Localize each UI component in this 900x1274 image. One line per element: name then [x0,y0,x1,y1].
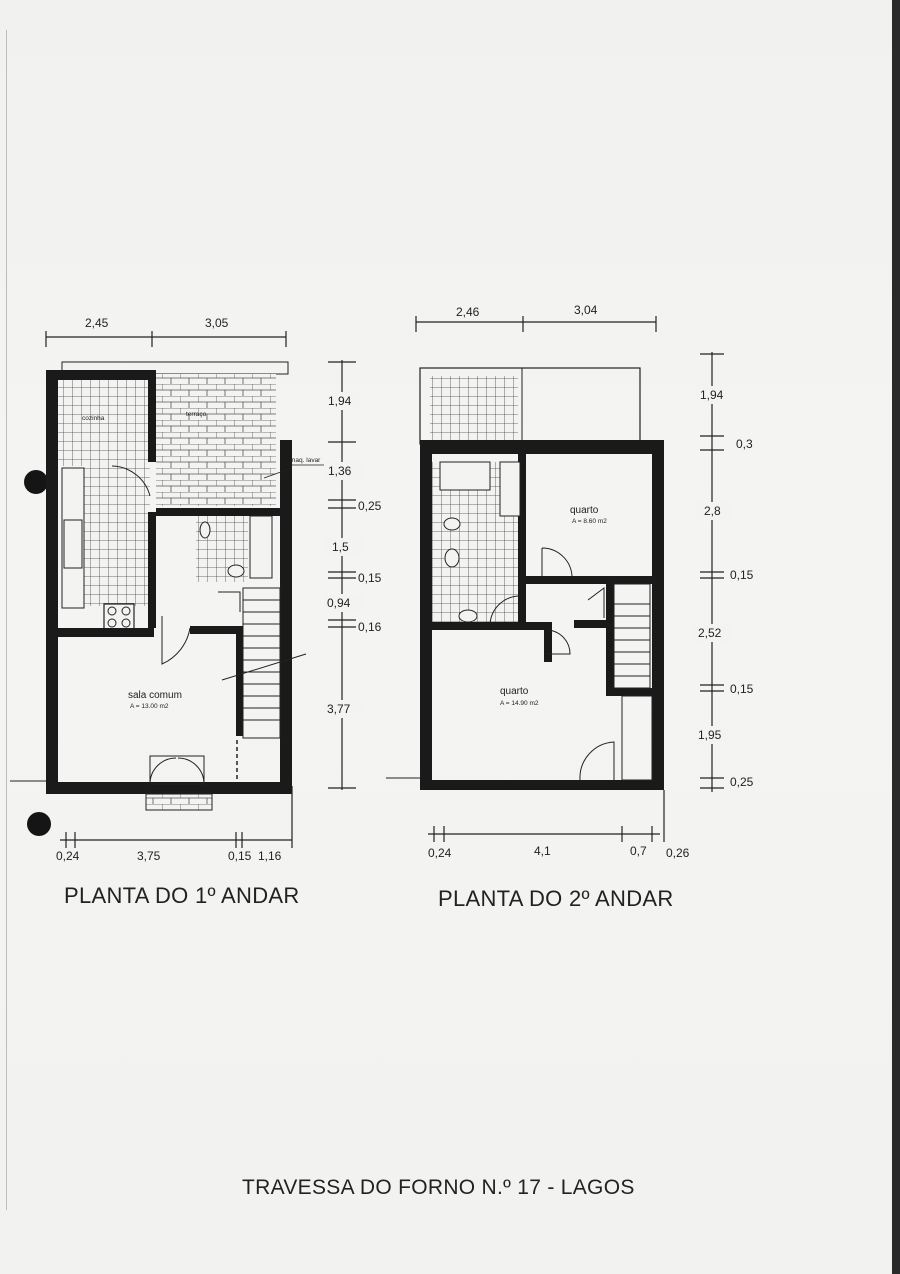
dim2-side-4: 0,15 [730,568,754,582]
kitchen-tile [84,466,150,606]
dim-line-top-2 [415,316,657,332]
wall2-stair-left [606,584,614,694]
bedroom-large-area: A = 14.90 m2 [500,700,539,707]
bedroom-large-name: quarto [500,686,529,697]
dim2-side-6: 0,15 [730,682,754,696]
dim-side-2: 1,36 [328,464,352,478]
dim-top-2: 3,05 [205,316,229,330]
dim-bottom-3: 0,15 [228,849,252,863]
dim-bottom-1: 0,24 [56,849,80,863]
dim2-top-2: 3,04 [574,303,598,317]
dim2-side-7: 1,95 [698,728,722,742]
dim-side-5: 0,15 [358,571,382,585]
wall-bath-top [156,508,280,516]
door-kitchen [111,465,151,497]
wall-right [280,440,292,794]
wall2-bath-bottom [432,622,544,630]
svg-text:terraço: terraço [186,411,207,418]
tiled-room-a [58,380,148,466]
dim2-bottom-1: 0,24 [428,846,452,860]
wall2-bottom [420,780,664,790]
wall2-room-bottom [526,576,652,584]
dim2-bottom-4: 0,26 [666,846,690,860]
dim2-line-right [700,352,724,792]
door2-bath [489,595,521,627]
dim-side-7: 0,16 [358,620,382,634]
living-room-name: sala comum [128,690,182,701]
plan-second-floor: 2,46 3,04 [386,303,754,860]
dim-line-right [328,360,356,790]
punch-hole-top [24,470,48,494]
dim-bottom-2: 3,75 [137,849,161,863]
dim2-bottom-3: 0,7 [630,844,647,858]
door-hall [161,616,191,665]
wall-mid-vertical [148,370,156,462]
wall-stair-left [236,626,243,736]
plan-second-title: PLANTA DO 2º ANDAR [438,886,674,911]
bedroom-small-area: A = 8.60 m2 [572,518,607,525]
living-room-area: A = 13.00 m2 [130,703,169,710]
stove-icon [103,603,135,631]
bedroom-small-name: quarto [570,505,599,516]
entry-step [145,793,213,811]
toilet2-icon [444,548,460,568]
door2-room-small [541,547,573,577]
washbasin2-icon [458,609,478,623]
dim2-line-bottom [428,790,665,842]
door2-room-large [547,629,571,655]
dim-side-1: 1,94 [328,394,352,408]
bidet-icon [443,517,461,531]
washing-machine-note: maq. lavar [290,457,321,464]
wall-left [46,370,58,794]
dim-side-4: 1,5 [332,540,349,554]
svg-text:cozinha: cozinha [82,415,105,422]
dim2-side-8: 0,25 [730,775,754,789]
dim2-bottom-2: 4,1 [534,844,551,858]
dim-side-3: 0,25 [358,499,382,513]
plan-first-title: PLANTA DO 1º ANDAR [64,883,300,908]
staircase-first [218,587,307,739]
french-door [149,755,205,785]
dim2-side-2: 0,3 [736,437,753,451]
wall2-right [652,444,664,790]
wall-stair-top [190,626,240,634]
dim-top-1: 2,45 [85,316,109,330]
dim-line-top [45,331,287,347]
wall2-top [420,440,664,454]
dim2-side-1: 1,94 [700,388,724,402]
toilet-icon [199,521,211,539]
sink-icon [63,519,83,569]
shower-icon [249,515,273,579]
dim-side-6: 0,94 [327,596,351,610]
dim2-side-3: 2,8 [704,504,721,518]
wall-kitchen-bottom [58,628,154,637]
dim2-top-1: 2,46 [456,305,480,319]
page-left-edge [6,30,7,1210]
door2-closet [579,741,615,781]
footer-address: TRAVESSA DO FORNO N.º 17 - LAGOS [242,1176,635,1199]
dim-bottom-4: 1,16 [258,849,282,863]
bathtub-icon [439,461,491,491]
wall-bottom [46,782,292,794]
page-right-edge [892,0,900,1274]
wall-hall-left [148,512,156,628]
dim2-side-5: 2,52 [698,626,722,640]
dim-line-bottom [60,786,293,848]
terrace-tile-2 [430,376,518,442]
wall-top-left [46,370,154,380]
staircase-second [587,583,653,781]
wall2-left [420,444,432,790]
terrace-brick [156,374,276,506]
dim-side-8: 3,77 [327,702,351,716]
washbasin-icon [227,564,245,578]
punch-hole-bottom [27,812,51,836]
plan-first-floor: 2,45 3,05 cozinha terraço [10,316,382,863]
